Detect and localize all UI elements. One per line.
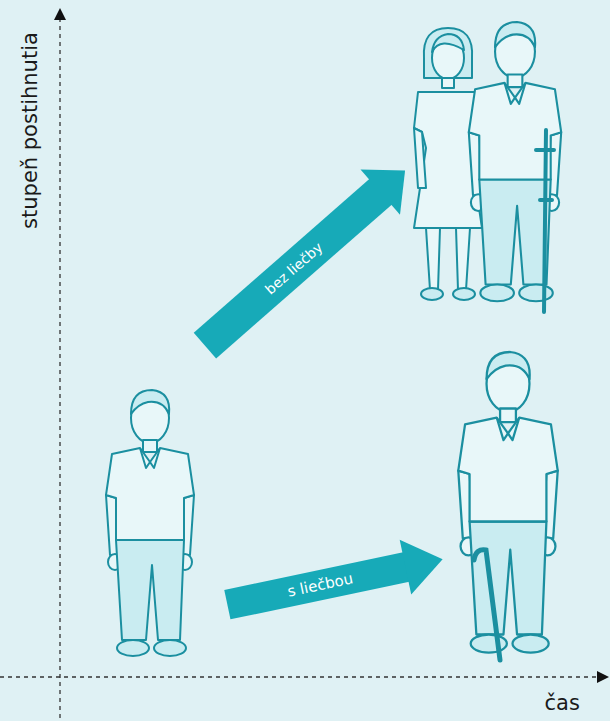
axis-arrowhead: [54, 8, 66, 20]
y-axis: [59, 18, 60, 721]
trend-arrow: [185, 148, 425, 368]
axis-label: čas: [545, 692, 580, 715]
healthy-man: [106, 390, 194, 656]
trend-arrow: [222, 532, 449, 632]
man-with-cane: [458, 352, 557, 653]
axis-label: stupeň postihnutia: [18, 32, 41, 229]
x-axis: [0, 676, 598, 677]
crutch: [536, 130, 554, 312]
walking-cane: [474, 550, 500, 660]
axis-arrowhead: [597, 671, 609, 683]
